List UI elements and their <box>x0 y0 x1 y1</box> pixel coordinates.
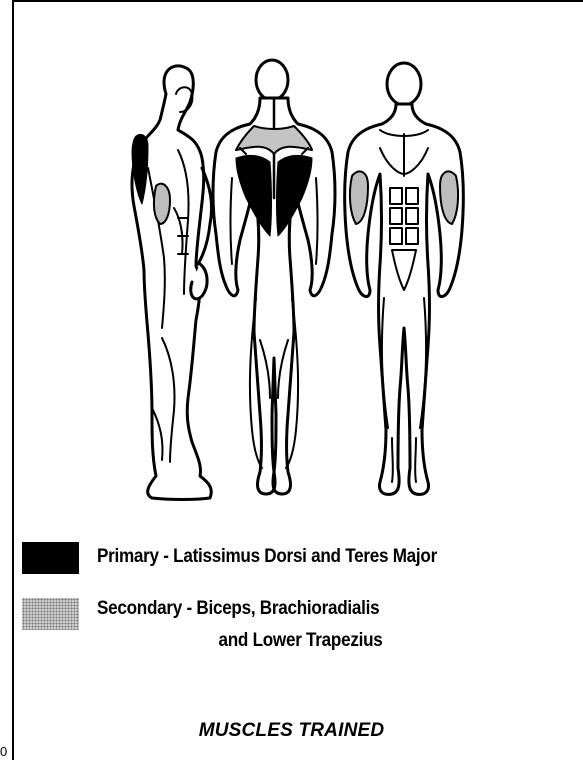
edge-mark: 0 <box>0 745 7 758</box>
primary-swatch <box>22 542 79 574</box>
secondary-swatch <box>22 598 79 630</box>
front-view-figure <box>345 63 464 494</box>
muscle-figures-illustration <box>118 58 478 508</box>
caption: MUSCLES TRAINED <box>0 720 583 742</box>
side-view-figure <box>132 66 212 500</box>
legend-primary: Primary - Latissimus Dorsi and Teres Maj… <box>22 542 475 574</box>
side-bicep-secondary <box>154 184 170 224</box>
primary-label: Primary - Latissimus Dorsi and Teres Maj… <box>97 544 437 570</box>
secondary-label-line2: and Lower Trapezius <box>97 628 383 654</box>
secondary-label: Secondary - Biceps, Brachioradialis and … <box>97 596 383 654</box>
secondary-label-line1: Secondary - Biceps, Brachioradialis <box>97 598 379 619</box>
back-view-figure <box>213 60 335 494</box>
legend-secondary: Secondary - Biceps, Brachioradialis and … <box>22 598 414 654</box>
